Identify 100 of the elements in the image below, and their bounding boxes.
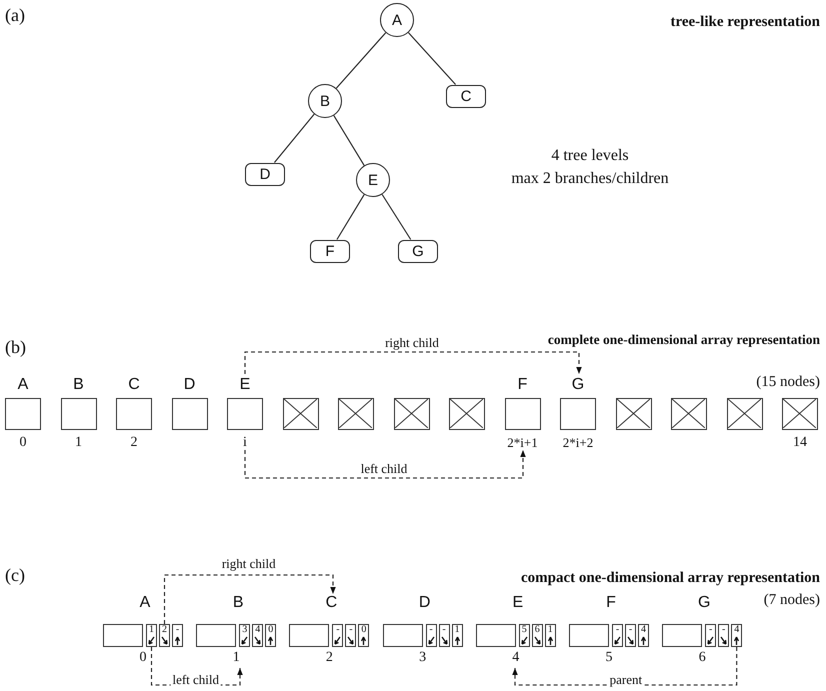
connector-line — [274, 114, 315, 163]
note-text: max 2 branches/children — [511, 170, 669, 188]
pointer-cell — [239, 624, 250, 647]
node-letter: C — [326, 595, 338, 611]
pointer-value: 0 — [267, 625, 274, 635]
pointer-value: - — [614, 625, 620, 635]
panel-label: (b) — [5, 338, 26, 358]
node-letter: F — [518, 377, 528, 393]
index-label: 2 — [130, 436, 138, 450]
pointer-cell — [358, 624, 370, 647]
pointer-value: 2 — [161, 625, 168, 635]
edge-label: left child — [170, 673, 222, 686]
pointer-value: 4 — [733, 625, 740, 635]
tree-node: A — [380, 3, 414, 37]
pointer-value: - — [348, 625, 354, 635]
index-label: 2*i+2 — [562, 436, 594, 449]
node-letter: E — [512, 595, 524, 611]
panel-label: (a) — [5, 6, 25, 26]
index-label: i — [243, 436, 247, 450]
node-letter: E — [240, 377, 250, 393]
tree-node: E — [356, 163, 390, 197]
pointer-cell — [252, 624, 264, 647]
tree-node: B — [308, 84, 342, 118]
pointer-cell — [638, 624, 649, 647]
pointer-cell — [625, 624, 636, 647]
panel-title: compact one-dimensional array representation — [521, 570, 820, 586]
connector-line — [336, 32, 386, 89]
node-letter: A — [140, 595, 150, 611]
node-letter: C — [128, 377, 140, 393]
pointer-value: 1 — [148, 625, 155, 635]
pointer-cell — [172, 624, 183, 647]
pointer-value: 4 — [640, 625, 647, 635]
pointer-value: 4 — [254, 625, 262, 635]
pointer-value: 3 — [241, 625, 248, 635]
pointer-value: 6 — [534, 625, 541, 635]
index-label: 0 — [140, 651, 146, 665]
tree-node: F — [310, 240, 350, 262]
note-text: (15 nodes) — [756, 374, 820, 390]
index-label: 2 — [326, 651, 333, 665]
pointer-value: - — [708, 625, 714, 635]
index-label: 1 — [232, 651, 240, 665]
pointer-cell — [731, 624, 742, 647]
pointer-cell — [265, 624, 276, 647]
connector-line — [333, 115, 365, 166]
tree-node: C — [446, 84, 486, 108]
edge-label: left child — [358, 462, 410, 475]
panel-title: tree-like representation — [670, 14, 820, 30]
connector-line — [336, 194, 365, 240]
dashed-arrow — [512, 647, 738, 686]
tree-node: G — [398, 240, 438, 262]
pointer-value: 0 — [360, 625, 368, 635]
connector-line — [408, 32, 456, 85]
node-letter: A — [18, 377, 28, 393]
pointer-value: 1 — [546, 625, 554, 635]
pointer-cell — [146, 624, 157, 647]
edge-label: right child — [383, 336, 441, 349]
pointer-value: 5 — [520, 625, 528, 635]
pointer-value: - — [174, 625, 180, 635]
edge-label: right child — [220, 557, 278, 570]
pointer-cell — [438, 624, 450, 647]
panel-title: complete one-dimensional array representation — [548, 333, 820, 348]
note-text: (7 nodes) — [764, 592, 820, 608]
pointer-value: - — [628, 625, 634, 635]
node-letter: G — [698, 595, 710, 611]
dashed-arrow — [244, 351, 582, 374]
node-letter: F — [606, 595, 616, 611]
index-label: 2*i+1 — [507, 436, 538, 449]
pointer-cell — [544, 624, 556, 647]
pointer-cell — [612, 624, 623, 647]
pointer-cell — [332, 624, 344, 647]
pointer-cell — [532, 624, 543, 647]
node-letter: B — [73, 377, 84, 393]
node-letter: D — [184, 377, 196, 393]
pointer-cell — [518, 624, 530, 647]
pointer-value: 1 — [454, 625, 461, 635]
index-label: 5 — [606, 651, 612, 665]
index-label: 3 — [419, 651, 426, 665]
connector-line — [382, 194, 412, 240]
dashed-arrow — [164, 574, 336, 624]
pointer-cell — [718, 624, 730, 647]
pointer-cell — [159, 624, 170, 647]
tree-node: D — [245, 162, 285, 186]
node-letter: D — [418, 595, 430, 611]
pointer-cell — [426, 624, 437, 647]
pointer-value: - — [335, 625, 341, 635]
panel-label: (c) — [5, 566, 25, 586]
index-label: 14 — [793, 436, 807, 450]
pointer-cell — [705, 624, 716, 647]
index-label: 6 — [698, 651, 706, 665]
pointer-value: - — [428, 625, 434, 635]
index-label: 1 — [75, 436, 82, 450]
pointer-value: - — [721, 625, 726, 635]
node-letter: B — [232, 595, 244, 611]
node-letter: G — [572, 377, 584, 393]
pointer-cell — [452, 624, 463, 647]
dashed-arrow — [244, 450, 526, 479]
index-label: 4 — [512, 651, 520, 665]
pointer-value: - — [441, 625, 447, 635]
pointer-cell — [345, 624, 356, 647]
index-label: 0 — [20, 436, 26, 450]
